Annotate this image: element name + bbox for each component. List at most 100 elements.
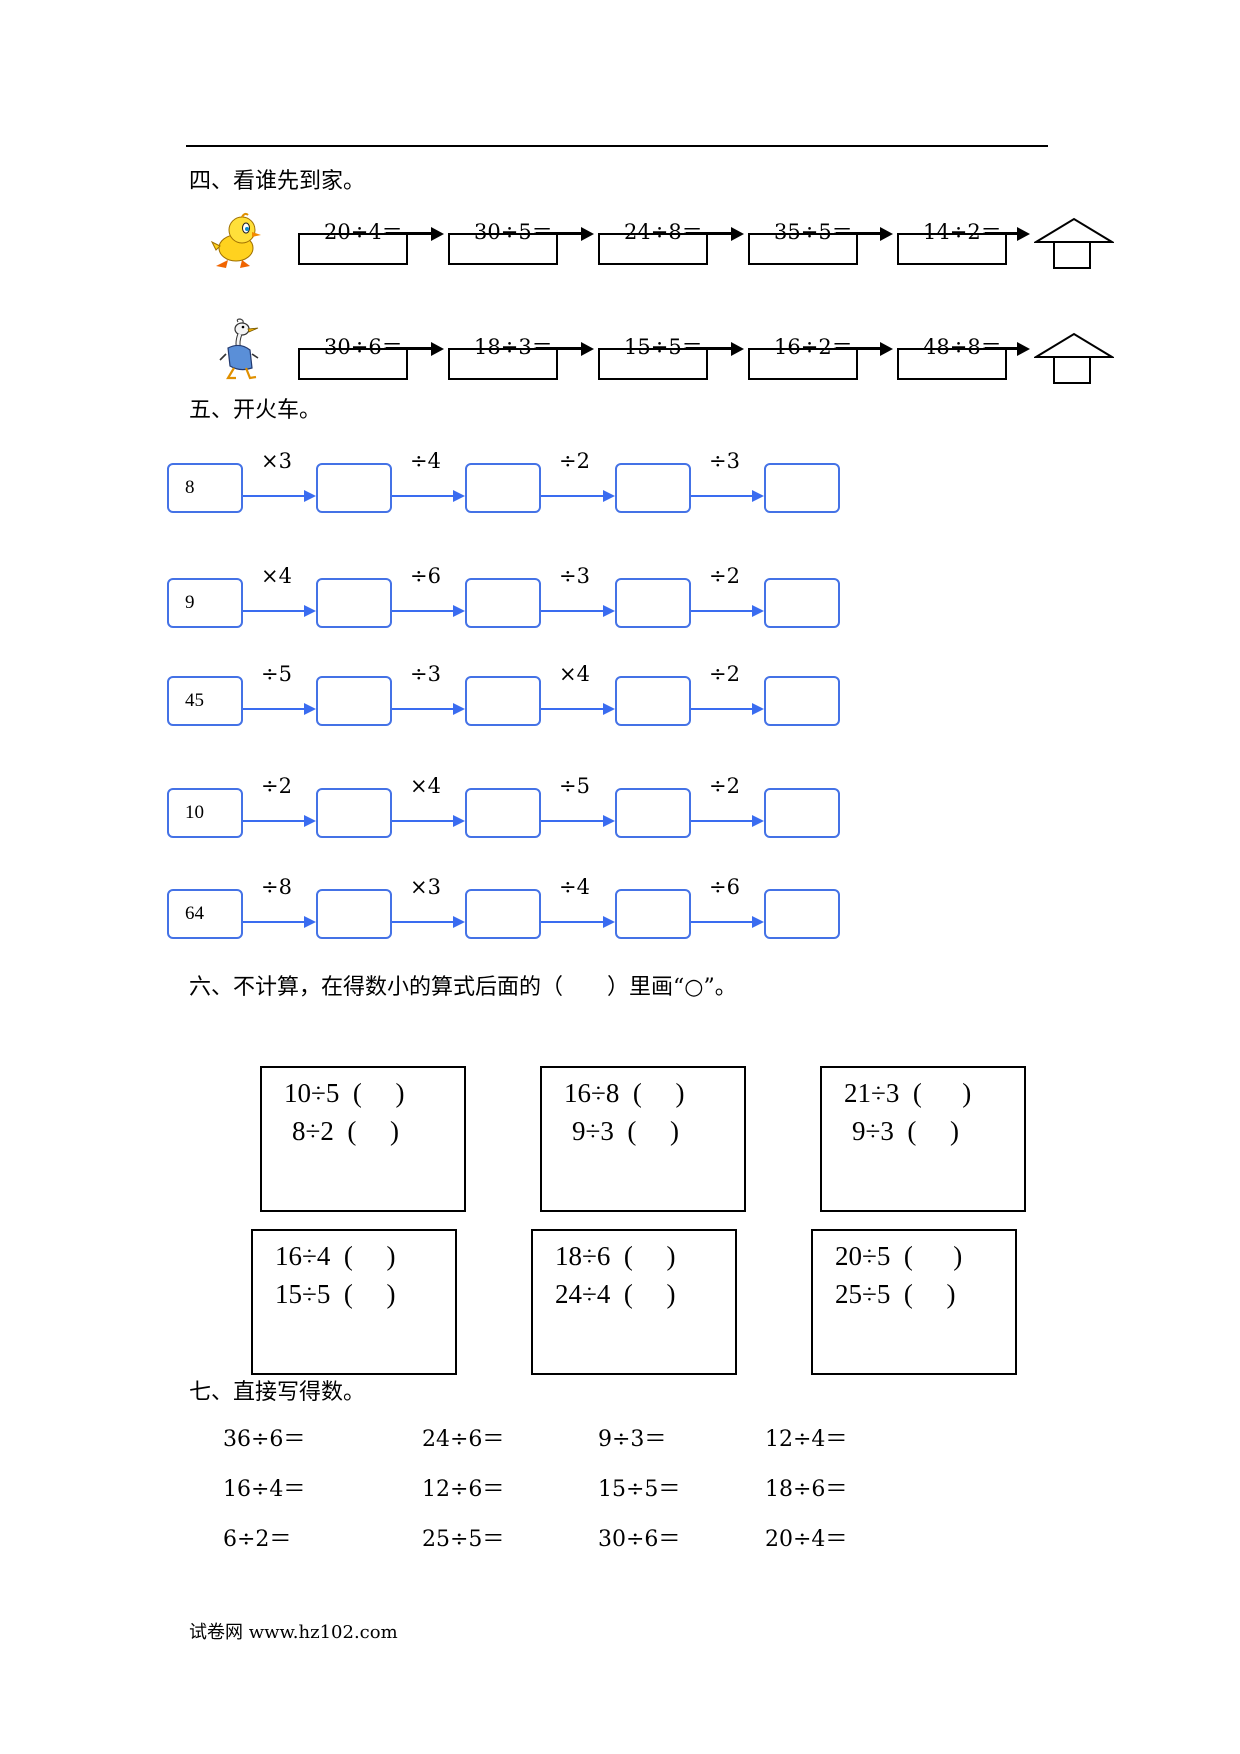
answer-box[interactable] [598,348,708,380]
compare-box [820,1066,1026,1212]
train-answer-box[interactable] [615,463,691,513]
train-arrow-line [392,921,454,923]
compare-expression: 25÷5 ( ) [835,1279,956,1309]
race-equation: 24÷8＝ [624,220,703,244]
train-answer-box[interactable] [465,676,541,726]
race-arrow-head [731,342,744,356]
train-start-box: 45 [167,676,243,726]
answer-box[interactable] [298,348,408,380]
train-arrow-line [541,708,604,710]
train-start-box: 10 [167,788,243,838]
train-arrow-head [453,490,465,502]
compare-expression: 10÷5 ( ) [284,1078,405,1108]
train-arrow-line [392,708,454,710]
house-icon [1034,332,1114,384]
train-answer-box[interactable] [316,788,392,838]
compare-expression: 18÷6 ( ) [555,1241,676,1271]
train-operation: ÷4 [559,875,590,899]
train-operation: ×4 [559,662,590,686]
race-arrow-line [386,232,432,235]
train-answer-box[interactable] [615,676,691,726]
train-arrow-head [752,815,764,827]
train-answer-box[interactable] [764,889,840,939]
train-operation: ÷2 [261,774,292,798]
race-arrow-line [686,347,732,350]
train-operation: ÷6 [410,564,441,588]
train-operation: ÷2 [709,564,740,588]
train-arrow-line [392,820,454,822]
train-arrow-head [453,815,465,827]
answer-box[interactable] [448,233,558,265]
answer-box[interactable] [748,233,858,265]
compare-box [251,1229,457,1375]
train-answer-box[interactable] [764,676,840,726]
compare-expression: 21÷3 ( ) [844,1078,972,1108]
compare-expression: 16÷8 ( ) [564,1078,685,1108]
train-answer-box[interactable] [465,463,541,513]
train-arrow-head [453,916,465,928]
train-answer-box[interactable] [465,578,541,628]
answer-box[interactable] [748,348,858,380]
train-arrow-line [541,820,604,822]
compare-expression: 15÷5 ( ) [275,1279,396,1309]
train-answer-box[interactable] [764,463,840,513]
race-equation: 30÷5＝ [474,220,553,244]
race-equation: 14÷2＝ [923,220,1002,244]
train-operation: ÷3 [709,449,740,473]
train-arrow-head [603,490,615,502]
train-arrow-head [304,490,316,502]
chick-icon [210,212,261,268]
race-equation: 16÷2＝ [774,335,853,359]
train-operation: ÷2 [709,774,740,798]
answer-box[interactable] [298,233,408,265]
answer-box[interactable] [598,233,708,265]
answer-box[interactable] [897,233,1007,265]
race-arrow-head [731,227,744,241]
race-arrow-head [1017,227,1030,241]
train-arrow-line [243,921,305,923]
train-answer-box[interactable] [764,578,840,628]
train-arrow-head [603,815,615,827]
train-arrow-line [541,921,604,923]
train-arrow-line [541,610,604,612]
race-equation: 20÷4＝ [324,220,403,244]
train-answer-box[interactable] [316,578,392,628]
race-arrow-line [836,232,881,235]
train-arrow-head [304,605,316,617]
goose-icon [219,318,259,380]
train-operation: ×3 [410,875,441,899]
header-rule [186,145,1048,147]
train-answer-box[interactable] [465,788,541,838]
answer-box[interactable] [897,348,1007,380]
train-start-box: 64 [167,889,243,939]
train-answer-box[interactable] [316,463,392,513]
race-arrow-line [386,347,432,350]
train-arrow-line [691,610,753,612]
train-answer-box[interactable] [615,889,691,939]
race-arrow-head [431,342,444,356]
race-equation: 48÷8＝ [923,335,1002,359]
train-arrow-line [691,820,753,822]
mental-math-item: 20÷4＝ [765,1527,848,1552]
race-equation: 30÷6＝ [324,335,403,359]
train-answer-box[interactable] [764,788,840,838]
train-arrow-head [453,605,465,617]
train-arrow-line [243,820,305,822]
train-answer-box[interactable] [316,676,392,726]
answer-box[interactable] [448,348,558,380]
mental-math-item: 9÷3＝ [598,1427,667,1452]
mental-math-item: 18÷6＝ [765,1477,848,1502]
race-arrow-line [836,347,881,350]
train-answer-box[interactable] [465,889,541,939]
mental-math-item: 24÷6＝ [422,1427,505,1452]
train-answer-box[interactable] [316,889,392,939]
train-arrow-line [243,610,305,612]
compare-expression: 24÷4 ( ) [555,1279,676,1309]
train-arrow-head [304,815,316,827]
mental-math-item: 15÷5＝ [598,1477,681,1502]
mental-math-item: 25÷5＝ [422,1527,505,1552]
train-operation: ÷4 [410,449,441,473]
train-answer-box[interactable] [615,578,691,628]
train-answer-box[interactable] [615,788,691,838]
train-arrow-head [603,916,615,928]
